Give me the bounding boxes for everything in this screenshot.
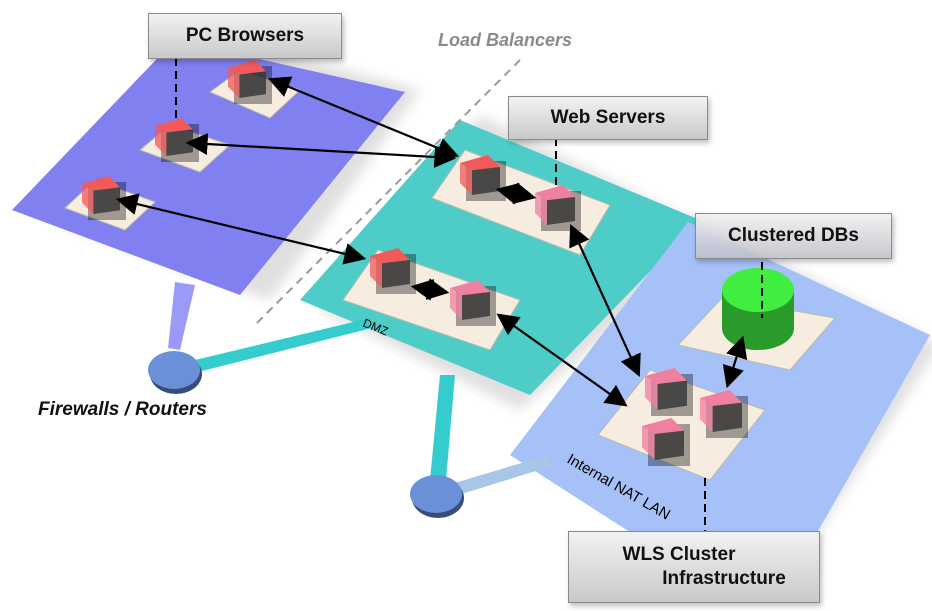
load-balancer-box-1 bbox=[460, 155, 506, 201]
connection-arrow bbox=[185, 133, 457, 168]
connection-arrow bbox=[495, 182, 537, 205]
load-balancers-label: Load Balancers bbox=[438, 30, 573, 50]
firewalls-routers-label: Firewalls / Routers bbox=[38, 399, 207, 420]
wls-cluster-line2: Infrastructure bbox=[662, 568, 786, 589]
web-server-box-1 bbox=[535, 185, 581, 231]
wls-node-2 bbox=[700, 390, 748, 438]
browser-box-1 bbox=[228, 60, 272, 104]
web-server-box-2 bbox=[450, 280, 496, 326]
wls-cluster-line1: WLS Cluster bbox=[622, 544, 736, 565]
internal-nat-lan-zone bbox=[510, 222, 930, 545]
dmz-zone bbox=[300, 120, 700, 395]
web-servers-label: Web Servers bbox=[508, 96, 708, 140]
connection-arrow bbox=[410, 278, 450, 301]
load-balancer-box-2 bbox=[370, 248, 416, 294]
pc-browsers-label: PC Browsers bbox=[148, 13, 342, 59]
browser-box-3 bbox=[82, 176, 126, 220]
connection-arrow bbox=[496, 313, 628, 407]
connection-arrow bbox=[115, 193, 367, 265]
load-balancer-divider bbox=[254, 59, 521, 326]
browser-box-2 bbox=[155, 118, 199, 162]
wls-node-1 bbox=[645, 368, 693, 416]
wls-node-3 bbox=[642, 418, 690, 466]
database-cylinder bbox=[722, 268, 794, 350]
wls-cluster-infrastructure-label: WLS Cluster Infrastructure bbox=[568, 531, 820, 603]
connection-arrow bbox=[722, 335, 748, 389]
clustered-dbs-label: Clustered DBs bbox=[695, 213, 892, 259]
